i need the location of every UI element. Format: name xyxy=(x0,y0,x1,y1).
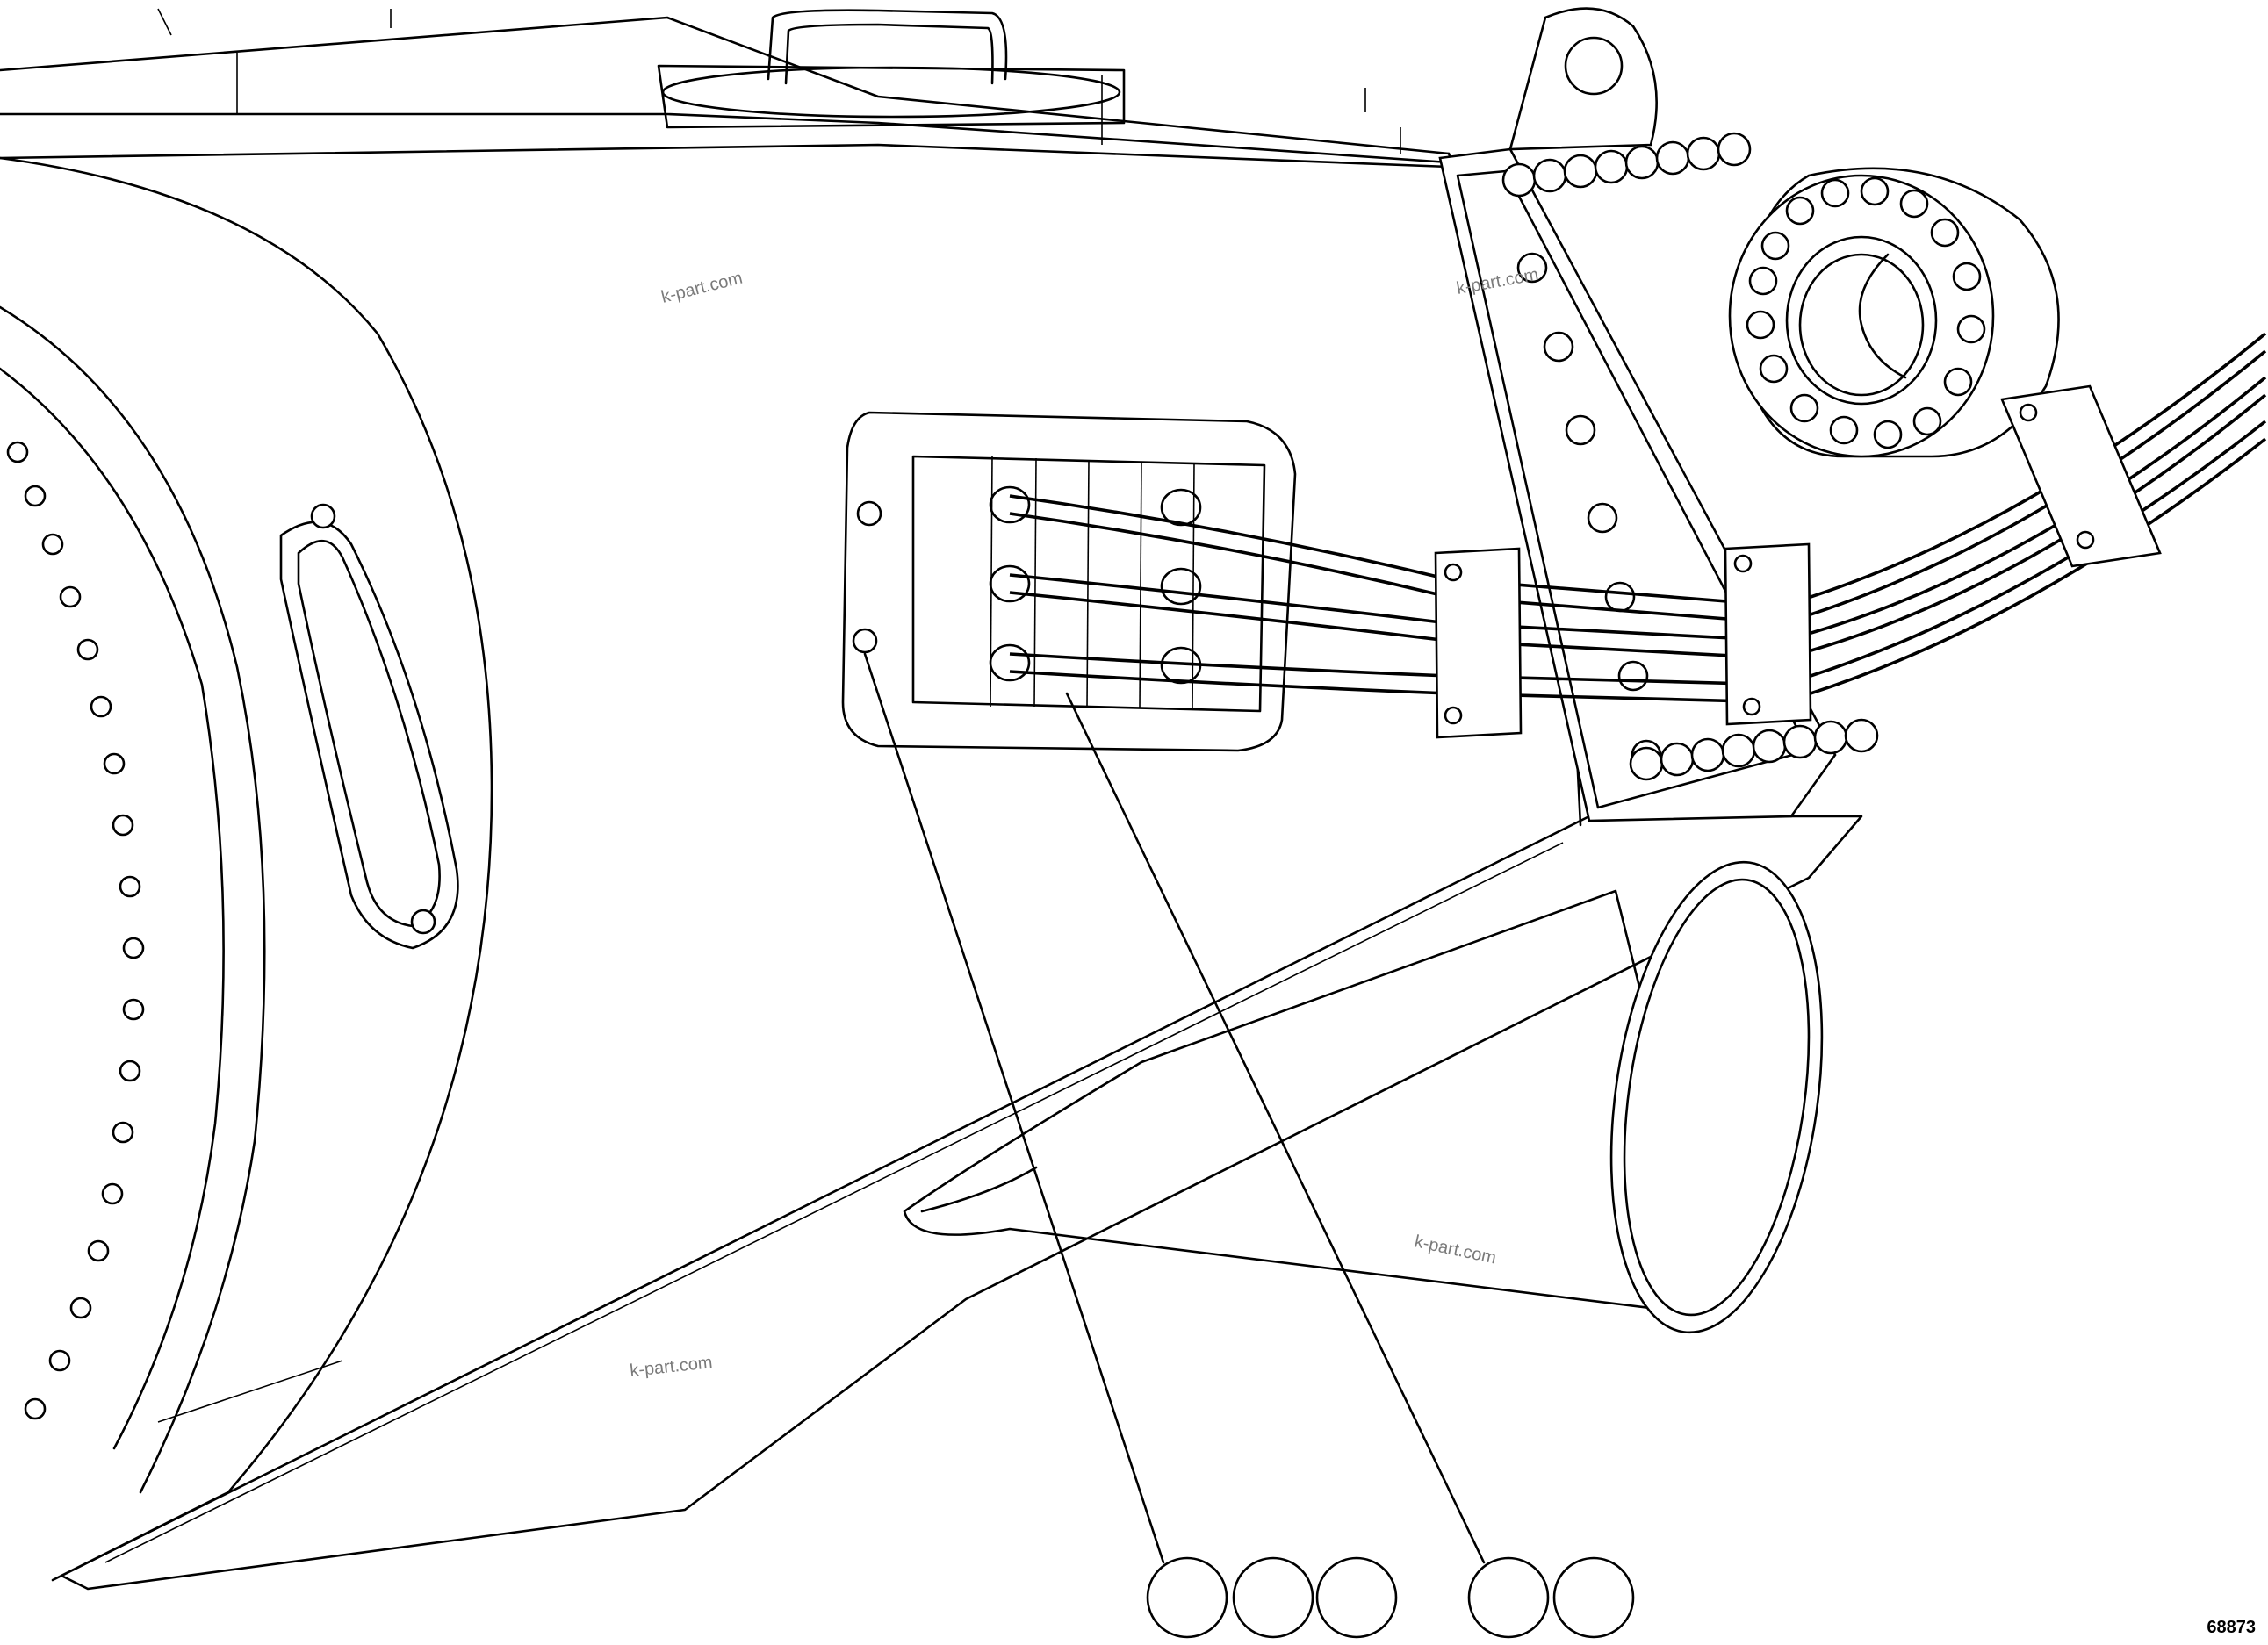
line-clamps xyxy=(1434,384,2162,739)
callout-bubble-4 xyxy=(1467,1556,1550,1639)
pipe-flange xyxy=(1728,167,2060,458)
watermark-4: k-part.com xyxy=(629,1353,713,1381)
mounting-bolts-bottom xyxy=(1629,718,1879,781)
callout-bubble-2 xyxy=(1232,1556,1314,1639)
access-cover-with-handle xyxy=(657,9,1126,129)
housing-top xyxy=(0,8,1451,169)
watermark-1: k-part.com xyxy=(659,269,745,307)
outlet-tube xyxy=(903,860,1824,1334)
callout-bubble-3 xyxy=(1315,1556,1398,1639)
oval-inspection-cover xyxy=(279,503,459,950)
callout-bubbles xyxy=(1146,1556,1635,1639)
callout-leaders xyxy=(863,652,1486,1564)
lower-housing-skirt xyxy=(60,815,1863,1591)
lifting-eye xyxy=(1508,7,1658,151)
pipe-flange-bolts xyxy=(1746,176,1986,449)
callout-bubble-5 xyxy=(1552,1556,1635,1639)
callout-bubble-1 xyxy=(1146,1556,1228,1639)
cable-gland-seals xyxy=(989,485,1202,685)
mounting-bolts-top xyxy=(1501,132,1752,198)
watermark-3: k-part.com xyxy=(1413,1232,1498,1268)
housing-body xyxy=(0,152,1582,1582)
flange-bolt-ring xyxy=(6,441,145,1420)
figure-number: 68873 xyxy=(2207,1618,2256,1637)
